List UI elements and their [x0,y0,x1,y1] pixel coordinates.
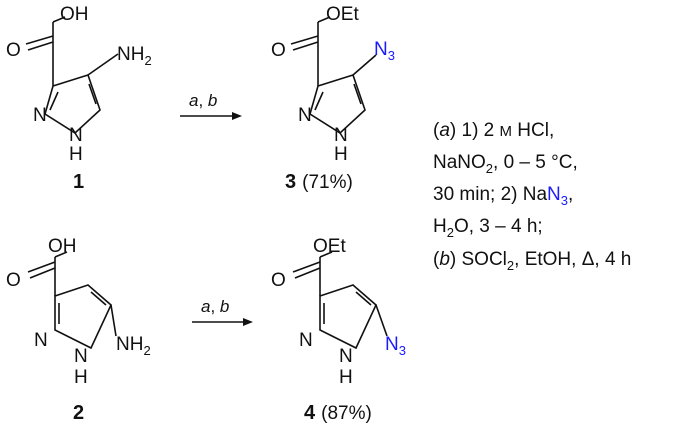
arrow-label-top: a, b [189,91,217,110]
ring-nh-label-1: N [69,125,83,146]
arrow-head-top [232,112,242,120]
ring-n-label-1: N [33,105,47,126]
hydroxyl-label-2: OH [48,236,77,257]
carbonyl-o-label-1: O [6,40,21,61]
compound-3-structure: OEt O N3 N N H 3 (71%) [271,4,395,193]
pyrazole-ring-2 [54,284,112,350]
carbonyl-o-label-4: O [271,270,286,291]
ring-nh-label-3: N [334,125,348,146]
ring-nh-label-2: N [74,346,88,367]
pyrazole-ring-4 [319,284,377,350]
compound-4-structure: OEt O N3 N N H 4(87%) [271,236,406,424]
azide-label-3: N3 [374,39,395,63]
arrow-label-bottom: a, b [201,297,229,316]
ring-h-label-2: H [74,367,88,388]
azide-bond-3 [352,54,377,76]
conditions-line-2: NaNO2, 0 – 5 °C, [433,152,578,176]
ring-double-bond-4b [355,291,372,306]
ring-double-bond-3a [314,91,324,111]
ring-h-label-1: H [69,144,83,165]
carbonyl-o-label-3: O [271,40,286,61]
carbonyl-bond-1b [27,41,54,51]
compound-2-structure: OH O NH2 N N H 2 [6,236,151,424]
carbonyl-bond-2a [27,261,56,273]
conditions-line-3: 30 min; 2) NaN3, [433,184,573,208]
pyrazole-ring-1 [44,74,101,135]
ring-double-bond-3b [353,83,362,105]
compound-label-3: 3 [285,171,296,193]
ring-h-label-4: H [339,367,353,388]
carboxyl-oh-bond-1 [52,16,66,23]
ring-n-label-3: N [298,105,312,126]
amine-label-1: NH2 [117,44,152,68]
conditions-line-1: (a) 1) 2 M HCl, [433,120,554,141]
compound-label-4: 4 [304,402,316,424]
compound-label-1: 1 [73,171,84,193]
compound-label-4-line: 4(87%) [304,402,372,424]
compound-label-3-line: 3 (71%) [285,171,353,193]
conditions-line-4: H2O, 3 – 4 h; [433,216,543,240]
carbonyl-bond-4a [292,261,321,273]
ester-label-4: OEt [313,236,346,257]
carbonyl-bond-2b [29,267,56,279]
compound-1-structure: OH O NH2 N N H 1 [6,4,152,193]
amino-bond-2 [110,304,117,337]
reaction-arrow-bottom: a, b [192,297,253,326]
conditions-line-5: (b) SOCl2, EtOH, Δ, 4 h [433,249,631,273]
ring-n-label-4: N [299,330,313,351]
carbonyl-o-label-2: O [6,270,21,291]
azide-label-4: N3 [385,334,406,358]
ester-o-bond-4 [319,251,333,258]
ring-n-label-2: N [34,330,48,351]
reaction-arrow-top: a, b [180,91,242,120]
ring-double-bond-2b [90,291,107,306]
ring-h-label-3: H [334,144,348,165]
amino-bond-1 [87,53,119,76]
amine-label-2: NH2 [116,334,151,358]
ring-double-bond-1b [88,83,97,105]
carbonyl-bond-3b [292,41,319,51]
reaction-conditions: (a) 1) 2 M HCl, NaNO2, 0 – 5 °C, 30 min;… [433,120,631,273]
yield-3: (71%) [302,172,353,193]
compound-label-2: 2 [73,402,84,424]
carbonyl-bond-3a [290,35,319,45]
ester-label-3: OEt [326,4,359,25]
ring-nh-label-4: N [339,346,353,367]
carbonyl-bond-4b [294,267,321,279]
ester-o-bond-3 [317,16,331,23]
carbonyl-bond-1a [25,35,54,45]
hydroxyl-label-1: OH [60,4,89,25]
carboxyl-oh-bond-2 [54,251,68,258]
azide-bond-4 [375,304,388,337]
arrow-head-bottom [243,318,253,326]
pyrazole-ring-3 [309,74,366,135]
ring-double-bond-1a [49,91,59,111]
yield-4: (87%) [321,403,372,424]
